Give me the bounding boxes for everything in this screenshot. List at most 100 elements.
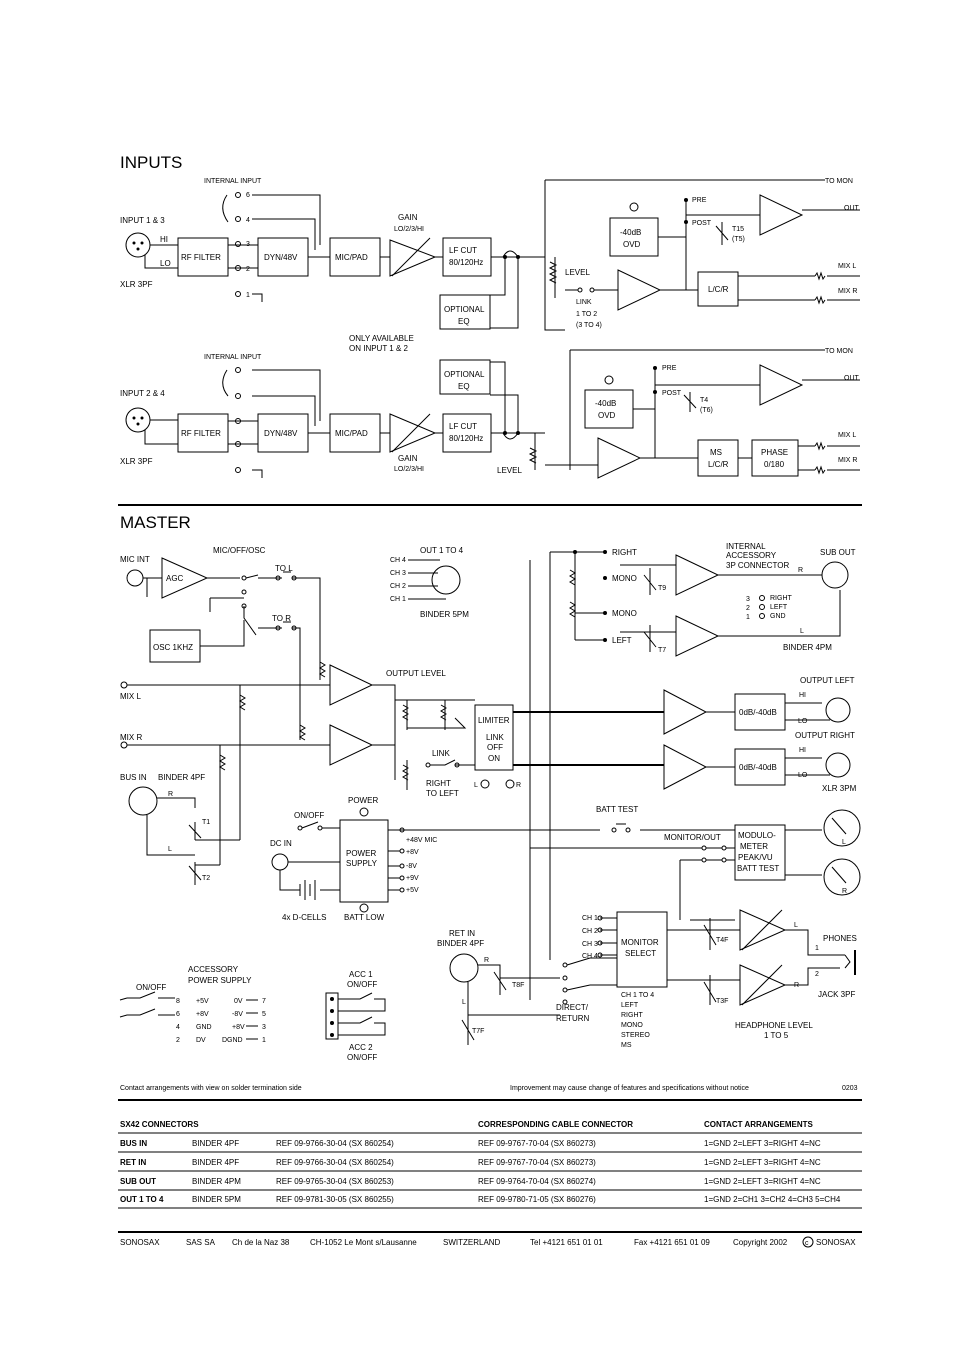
sub-r-label: R: [798, 567, 803, 574]
lo-label: LO: [798, 718, 808, 725]
input-1-3-label: INPUT 1 & 3: [120, 216, 165, 225]
xlr-3pm-label: XLR 3PM: [822, 784, 857, 793]
accessory-label: ACCESSORY: [726, 551, 777, 560]
osc-1khz-box: [149, 629, 201, 663]
internal-input-label: INTERNAL INPUT: [204, 178, 262, 185]
pin-4: 4: [246, 217, 250, 224]
phase-label: PHASE: [761, 448, 788, 457]
row-contacts: 1=GND 2=LEFT 3=RIGHT 4=NC: [704, 1139, 821, 1148]
table-header: SX42 CONNECTORS: [120, 1120, 199, 1129]
internal-label: INTERNAL: [726, 542, 766, 551]
out-amp-icon: [759, 194, 804, 236]
select-option: LEFT: [621, 1002, 639, 1009]
inputs-heading: INPUTS: [120, 153, 182, 172]
gain-label: GAIN: [398, 213, 418, 222]
left-label: LEFT: [612, 636, 632, 645]
atten-r-label: 0dB/-40dB: [739, 763, 777, 772]
dyn-48v-label: DYN/48V: [264, 253, 298, 262]
bus-l-label: L: [168, 846, 172, 853]
aps-pin: 4: [176, 1024, 180, 1031]
hi-label: HI: [799, 747, 806, 754]
input-2-4-label: INPUT 2 & 4: [120, 389, 165, 398]
ovd-db-label: -40dB: [595, 399, 616, 408]
meter-left-icon: [823, 809, 861, 847]
d-cells-label: 4x D-CELLS: [282, 913, 326, 922]
aps-pin: 2: [176, 1037, 180, 1044]
headphone-level-label: HEADPHONE LEVEL: [735, 1021, 813, 1030]
pin-2: 2: [246, 266, 250, 273]
mix-r-amp-icon: [329, 724, 374, 766]
limiter-box: [474, 704, 514, 771]
row-name: BUS IN: [120, 1139, 147, 1148]
connector-table: SX42 CONNECTORS CORRESPONDING CABLE CONN…: [118, 1120, 862, 1209]
t15-label: T15: [732, 226, 744, 233]
aps-pin: 8: [176, 998, 180, 1005]
phase-box: [751, 439, 799, 477]
bus-in-label: BUS IN: [120, 773, 147, 782]
microphone-icon: [126, 569, 144, 587]
footer-city: CH-1052 Le Mont s/Lausanne: [310, 1238, 417, 1247]
pin-6: 6: [246, 192, 250, 199]
out-1-to-4-label: OUT 1 TO 4: [420, 546, 464, 555]
ovd-led-icon: [629, 202, 639, 212]
ret-in-label: RET IN: [449, 929, 475, 938]
ch1-label: CH 1: [390, 596, 406, 603]
select-option: MS: [621, 1042, 632, 1049]
v8n-label: -8V: [406, 863, 417, 870]
ovd-box: [584, 389, 634, 429]
row-cable: REF 09-9764-70-04 (SX 860274): [478, 1177, 596, 1186]
on-off-label: ON/OFF: [294, 811, 324, 820]
input-channel-1: INTERNAL INPUT INPUT 1 & 3 XLR 3PF HI LO…: [120, 178, 860, 353]
bus-in-connector-icon: [128, 786, 158, 816]
jack-3pf-label: JACK 3PF: [818, 990, 855, 999]
ph-2-label: 2: [815, 971, 819, 978]
sub-out-label: SUB OUT: [820, 548, 856, 557]
mic-pad-label: MIC/PAD: [335, 253, 368, 262]
lcr-label: L/C/R: [708, 285, 729, 294]
lf-cut-freq-label: 80/120Hz: [449, 434, 483, 443]
table-row: OUT 1 TO 4 BINDER 5PM REF 09-9781-30-05 …: [120, 1195, 841, 1204]
ret-r-label: R: [484, 957, 489, 964]
out-amp-icon: [759, 364, 804, 406]
acc-right-label: RIGHT: [770, 595, 793, 602]
atten-right-box: [734, 748, 786, 786]
bus-r-label: R: [168, 791, 173, 798]
select-option: MONO: [621, 1022, 643, 1029]
aps-label: +8V: [232, 1024, 245, 1031]
to-mon-label: TO MON: [825, 348, 853, 355]
table-row: SUB OUT BINDER 4PM REF 09-9765-30-04 (SX…: [120, 1177, 821, 1186]
on-input-label: ON INPUT 1 & 2: [349, 344, 409, 353]
t5-label: (T5): [732, 236, 745, 243]
mono-label: MONO: [612, 574, 637, 583]
pre-label: PRE: [662, 365, 677, 372]
acc2-onoff-label: ON/OFF: [347, 1053, 377, 1062]
mono-label: MONO: [612, 609, 637, 618]
aps-pin: 1: [262, 1037, 266, 1044]
output-left-label: OUTPUT LEFT: [800, 676, 855, 685]
acc1-onoff-label: ON/OFF: [347, 980, 377, 989]
mix-r-label: MIX R: [838, 457, 857, 464]
out-left-amp-icon: [663, 689, 708, 735]
limiter-l-label: L: [474, 782, 478, 789]
to-r-label: TO R: [272, 614, 291, 623]
rf-filter-box: [177, 413, 229, 453]
optional-label: OPTIONAL: [444, 305, 485, 314]
pin-1: 1: [246, 292, 250, 299]
meter-r-label: R: [842, 888, 847, 895]
row-ref: REF 09-9766-30-04 (SX 860254): [276, 1139, 394, 1148]
t8f-label: T8F: [512, 982, 524, 989]
limiter-r-label: R: [516, 782, 521, 789]
acc1-label: ACC 1: [349, 970, 373, 979]
select-option: CH 1 TO 4: [621, 992, 654, 999]
monitor-select-label: MONITOR: [621, 938, 659, 947]
xlr-3pf-label: XLR 3PF: [120, 457, 153, 466]
binder-4pm-icon: [821, 561, 849, 589]
row-name: SUB OUT: [120, 1177, 156, 1186]
v48-mic-label: +48V MIC: [406, 837, 437, 844]
t7-label: T7: [658, 647, 666, 654]
footer-copyright: Copyright 2002: [733, 1238, 788, 1247]
row-name: OUT 1 TO 4: [120, 1195, 164, 1204]
mix-r-label: MIX R: [120, 733, 142, 742]
ph-l-label: L: [794, 922, 798, 929]
